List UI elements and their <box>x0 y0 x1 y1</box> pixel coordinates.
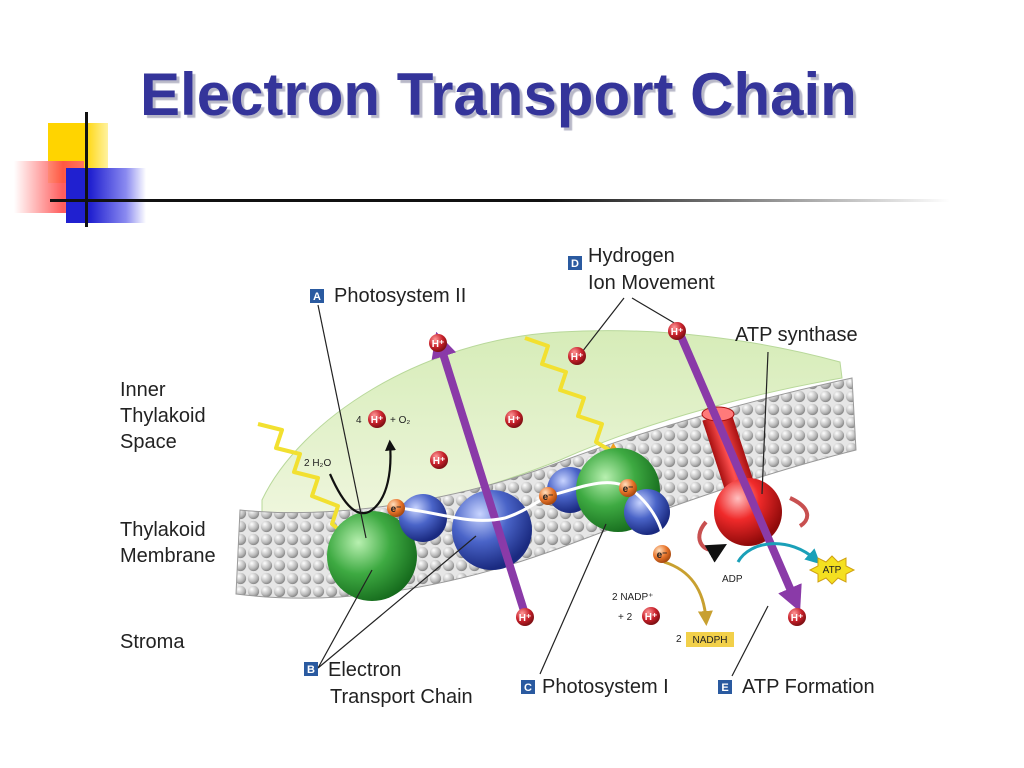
hydrogen-ion: H⁺ <box>568 347 586 365</box>
adp-label: ADP <box>722 574 743 585</box>
callout-a-text: Photosystem II <box>334 285 466 307</box>
svg-text:H⁺: H⁺ <box>519 613 532 624</box>
callout-c-text: Photosystem I <box>542 676 669 698</box>
water-label: 2 H₂O <box>304 458 331 469</box>
svg-text:H⁺: H⁺ <box>671 327 684 338</box>
nadph-two-label: 2 <box>676 634 682 645</box>
four-label: 4 <box>356 415 362 426</box>
photosystem-ii <box>327 511 417 601</box>
svg-text:H⁺: H⁺ <box>645 612 658 623</box>
atp-burst <box>808 555 856 585</box>
plus-two-label: + 2 <box>618 612 633 623</box>
nadph-box <box>686 632 734 647</box>
svg-text:e⁻: e⁻ <box>391 504 402 515</box>
oxygen-label: + O₂ <box>390 415 410 426</box>
electron: e⁻ <box>653 545 671 563</box>
callout-c-badge <box>521 680 535 694</box>
proton-channel-arrow-right <box>676 332 802 612</box>
hydrogen-ion: H⁺ <box>642 607 660 625</box>
membrane-label-2: Membrane <box>120 545 216 567</box>
callout-a-badge <box>310 289 324 303</box>
title-underline <box>50 199 950 202</box>
nadp-plus-label: 2 NADP⁺ <box>612 592 653 603</box>
proton-channel-arrow-left <box>431 331 529 616</box>
svg-text:e⁻: e⁻ <box>623 484 634 495</box>
nadph-label: NADPH <box>692 635 727 646</box>
water-split-arrow <box>328 439 396 515</box>
hydrogen-ion: H⁺ <box>788 608 806 626</box>
callout-a-letter: A <box>313 291 321 303</box>
hydrogen-ion: H⁺ <box>368 410 386 428</box>
electron: e⁻ <box>539 487 557 505</box>
callout-b-line1: Electron <box>328 659 401 681</box>
svg-text:e⁻: e⁻ <box>657 550 668 561</box>
callout-b-letter: B <box>307 664 315 676</box>
light-arrow-left <box>257 422 359 545</box>
svg-text:H⁺: H⁺ <box>433 456 446 467</box>
cytochrome-complex <box>452 490 532 570</box>
hydrogen-ion: H⁺ <box>430 451 448 469</box>
callout-e-badge <box>718 680 732 694</box>
callout-c-letter: C <box>524 682 532 694</box>
svg-text:H⁺: H⁺ <box>571 352 584 363</box>
electron: e⁻ <box>387 499 405 517</box>
callout-d-line2: Ion Movement <box>588 272 715 294</box>
hydrogen-ion: H⁺ <box>668 322 686 340</box>
atp-synthase-label: ATP synthase <box>735 324 858 346</box>
membrane-label-1: Thylakoid <box>120 519 206 541</box>
slide-title: Electron Transport Chain <box>140 61 857 128</box>
inner-space-label-3: Space <box>120 431 177 453</box>
nadph-arrow <box>663 560 713 626</box>
deco-vertical-line <box>85 112 88 227</box>
callout-b-line2: Transport Chain <box>330 686 473 708</box>
atp-label: ATP <box>823 565 842 576</box>
callout-e-letter: E <box>721 682 728 694</box>
callout-e-text: ATP Formation <box>742 676 875 698</box>
stroma-label: Stroma <box>120 631 185 653</box>
hydrogen-ion: H⁺ <box>429 334 447 352</box>
leader-lines <box>317 297 769 677</box>
electron: e⁻ <box>619 479 637 497</box>
inner-space-label-2: Thylakoid <box>120 405 206 427</box>
callout-d-line1: Hydrogen <box>588 245 675 267</box>
psii-subunit <box>399 494 447 542</box>
adp-to-atp-arrow <box>736 542 821 565</box>
svg-text:e⁻: e⁻ <box>543 492 554 503</box>
svg-text:H⁺: H⁺ <box>371 415 384 426</box>
callout-d-badge <box>568 256 582 270</box>
hydrogen-ion: H⁺ <box>516 608 534 626</box>
deco-blue-square <box>66 168 146 223</box>
svg-text:H⁺: H⁺ <box>791 613 804 624</box>
inner-space-label-1: Inner <box>120 379 166 401</box>
svg-text:H⁺: H⁺ <box>432 339 445 350</box>
light-arrow-right <box>524 336 623 459</box>
svg-text:H⁺: H⁺ <box>508 415 521 426</box>
callout-b-badge <box>304 662 318 676</box>
callout-d-letter: D <box>571 258 579 270</box>
hydrogen-ion: H⁺ <box>505 410 523 428</box>
